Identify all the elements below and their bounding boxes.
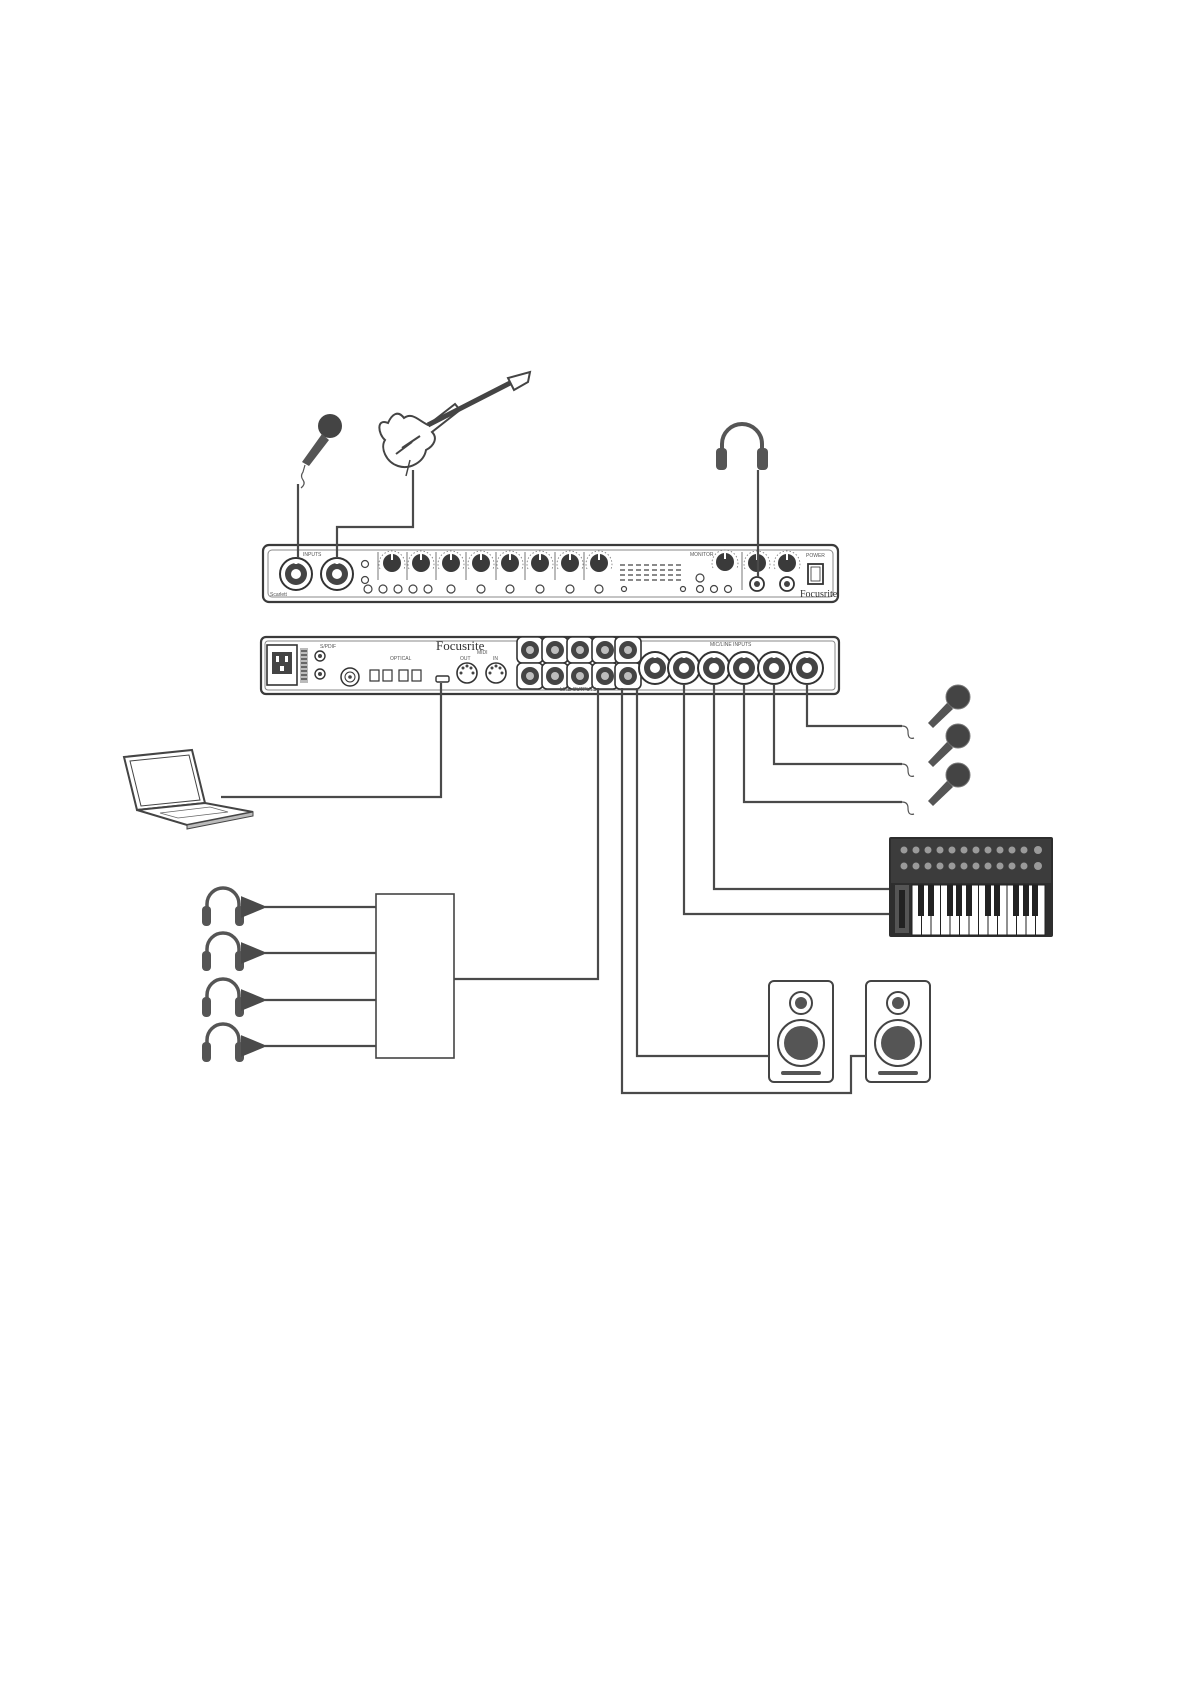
studio-monitor-icon (866, 981, 930, 1082)
front-panel: INPUTS (263, 545, 838, 602)
microphone-icon (928, 724, 970, 767)
studio-monitor-icon (769, 981, 833, 1082)
front-model-label: Scarlett (270, 592, 288, 598)
rear-midi-in-label: IN (493, 656, 498, 662)
headphones-icon (202, 888, 244, 926)
channel-buttons (364, 585, 603, 593)
rear-usb-port (436, 676, 449, 682)
front-input-1 (280, 558, 312, 590)
rear-mic-line-inputs-label: MIC/LINE INPUTS (710, 642, 752, 648)
laptop-icon (124, 750, 253, 829)
rear-line-outputs-label: LINE OUTPUTS (560, 687, 597, 693)
headphones-icon (202, 933, 244, 971)
headphones-icon (716, 424, 768, 470)
line-output-jacks (517, 637, 641, 689)
front-brand-logo: Focusrite (800, 589, 838, 600)
rear-midi-out-label: OUT (460, 656, 471, 662)
guitar-icon (379, 372, 530, 476)
synth-keyboard-icon (889, 837, 1053, 937)
front-input-2 (321, 558, 353, 590)
headphones-icon (202, 1024, 244, 1062)
rear-spdif-label: S/PDIF (320, 644, 336, 650)
microphone-icon (928, 685, 970, 728)
front-inputs-label: INPUTS (303, 552, 322, 558)
microphone-icon (301, 414, 342, 488)
front-power-label: POWER (806, 553, 825, 559)
microphone-icon (928, 763, 970, 806)
headphone-amp-icon (376, 894, 454, 1058)
front-monitor-label: MONITOR (690, 552, 714, 558)
rear-midi-label: MIDI (477, 650, 488, 656)
rear-optical-label: OPTICAL (390, 656, 412, 662)
headphones-icon (202, 979, 244, 1017)
rear-panel: S/PDIF OPTICAL Focusrite MIDI OUT IN (261, 637, 839, 694)
power-inlet (267, 645, 308, 685)
